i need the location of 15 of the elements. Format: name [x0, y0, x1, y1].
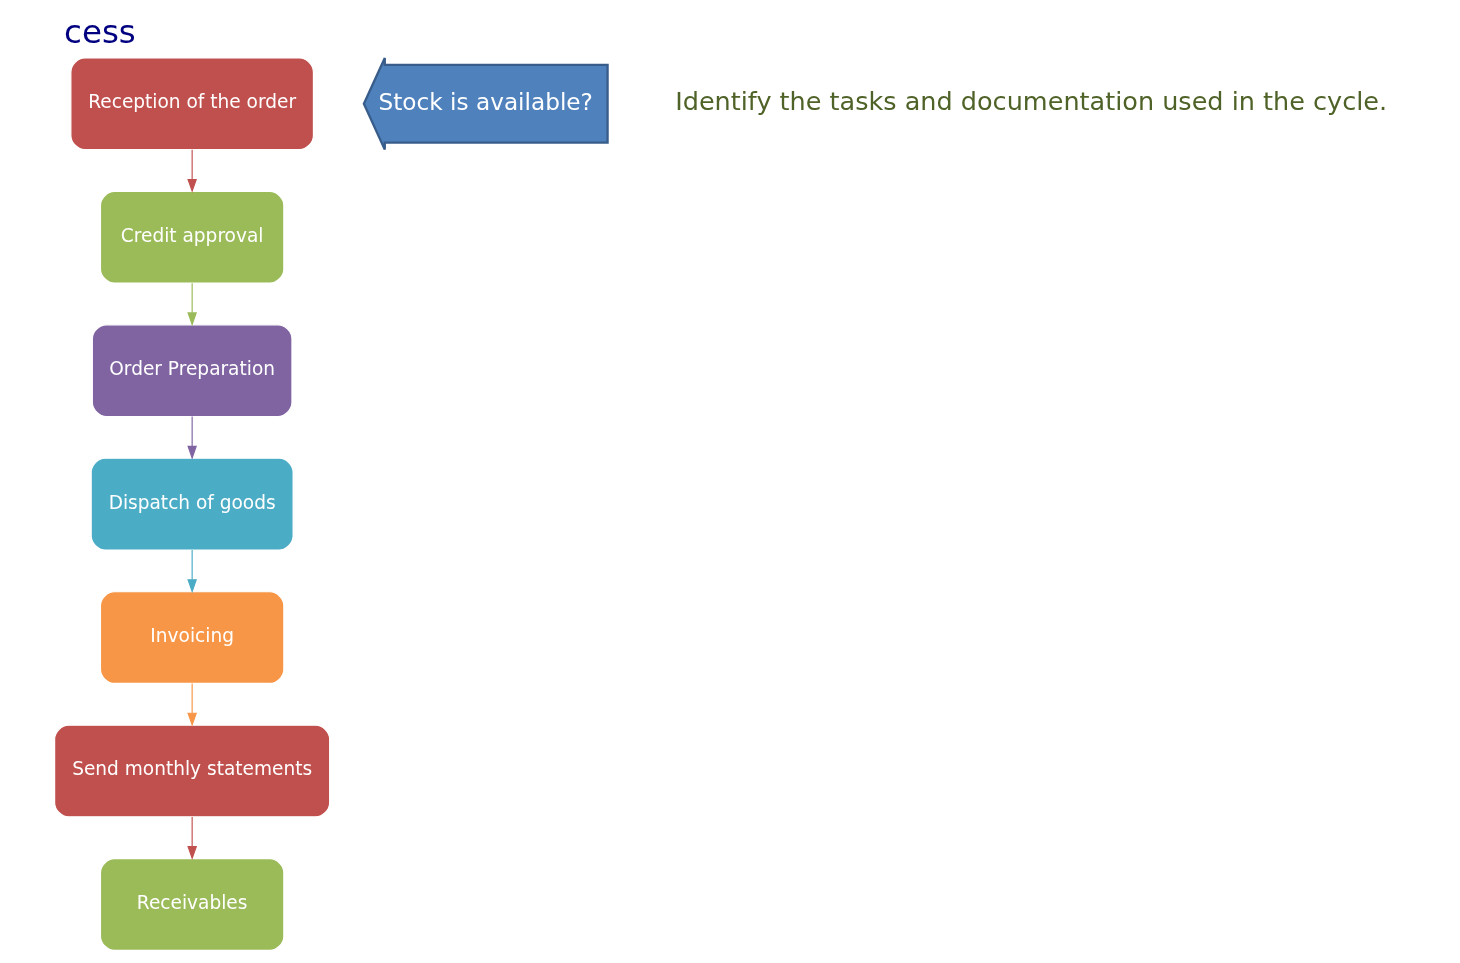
arrow — [187, 282, 198, 327]
node-box: Invoicing — [99, 591, 285, 684]
arrow — [187, 416, 198, 460]
node-box: Order Preparation — [91, 324, 293, 418]
node-box: Dispatch of goods — [90, 457, 294, 551]
arrow — [187, 549, 198, 594]
label: Identify the tasks and documentation used in the cycle. — [675, 86, 1388, 117]
node-box: Receivables — [99, 858, 285, 951]
arrow — [187, 682, 198, 727]
node-box: Send monthly statements — [54, 724, 331, 818]
diagram-title: cess — [64, 13, 136, 52]
node-box: Credit approval — [99, 190, 285, 284]
node-box: Reception of the order — [70, 57, 314, 151]
arrow — [187, 816, 198, 861]
arrow — [187, 149, 198, 193]
